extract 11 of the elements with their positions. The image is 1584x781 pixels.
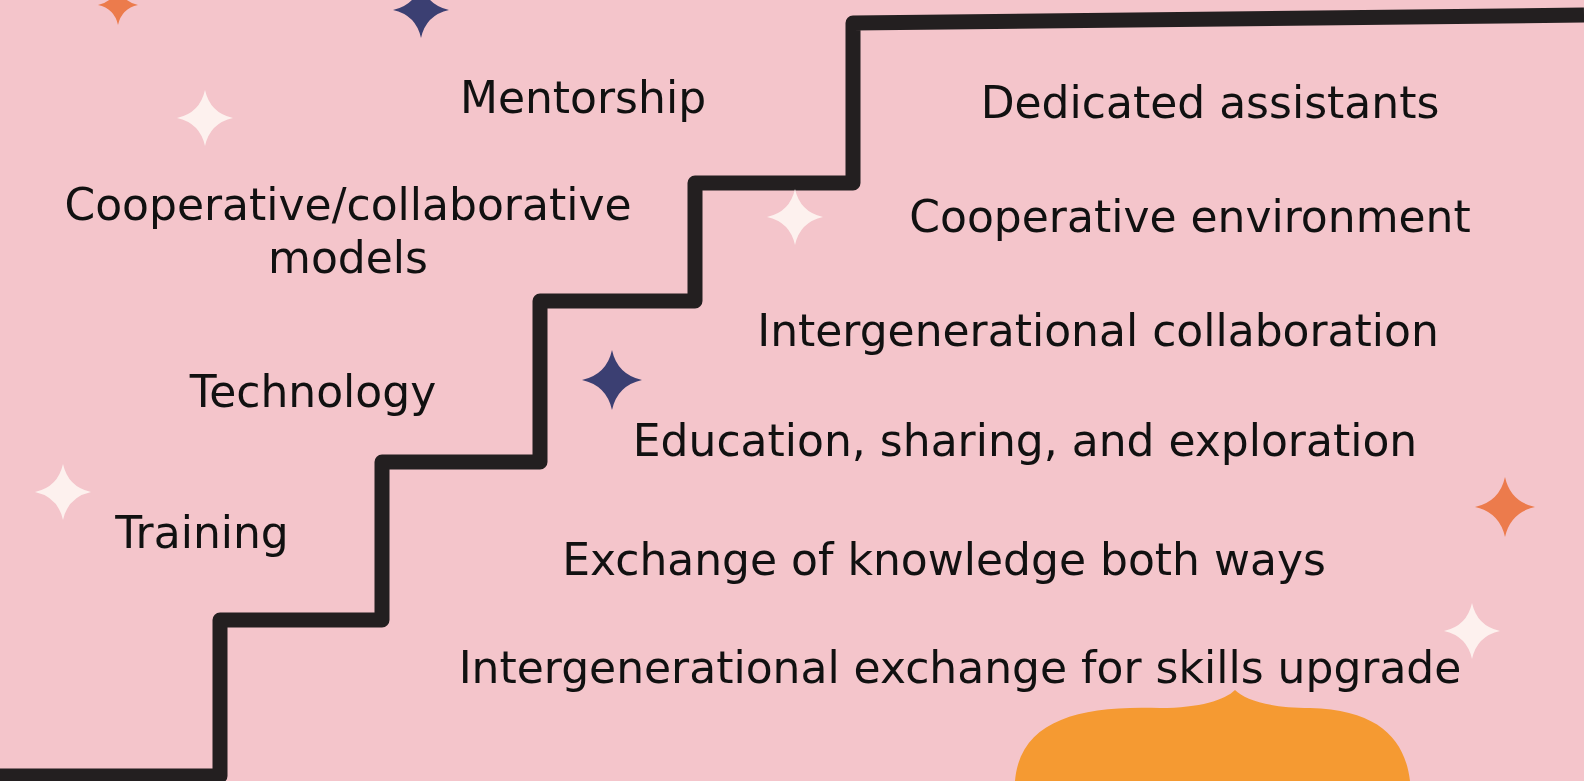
step-label: Dedicated assistants (980, 76, 1440, 130)
step-label: Intergenerational exchange for skills upgrade (458, 641, 1462, 695)
step-label: Mentorship (459, 71, 707, 125)
blob-shape (1015, 690, 1410, 781)
step-label: Intergenerational collaboration (757, 304, 1439, 358)
step-label: Training (115, 506, 289, 560)
step-label: Technology (189, 365, 437, 419)
step-label: Exchange of knowledge both ways (562, 533, 1326, 587)
step-label: Cooperative/collaborative models (63, 179, 633, 285)
step-label: Education, sharing, and exploration (632, 414, 1418, 468)
step-label: Cooperative environment (909, 190, 1471, 244)
